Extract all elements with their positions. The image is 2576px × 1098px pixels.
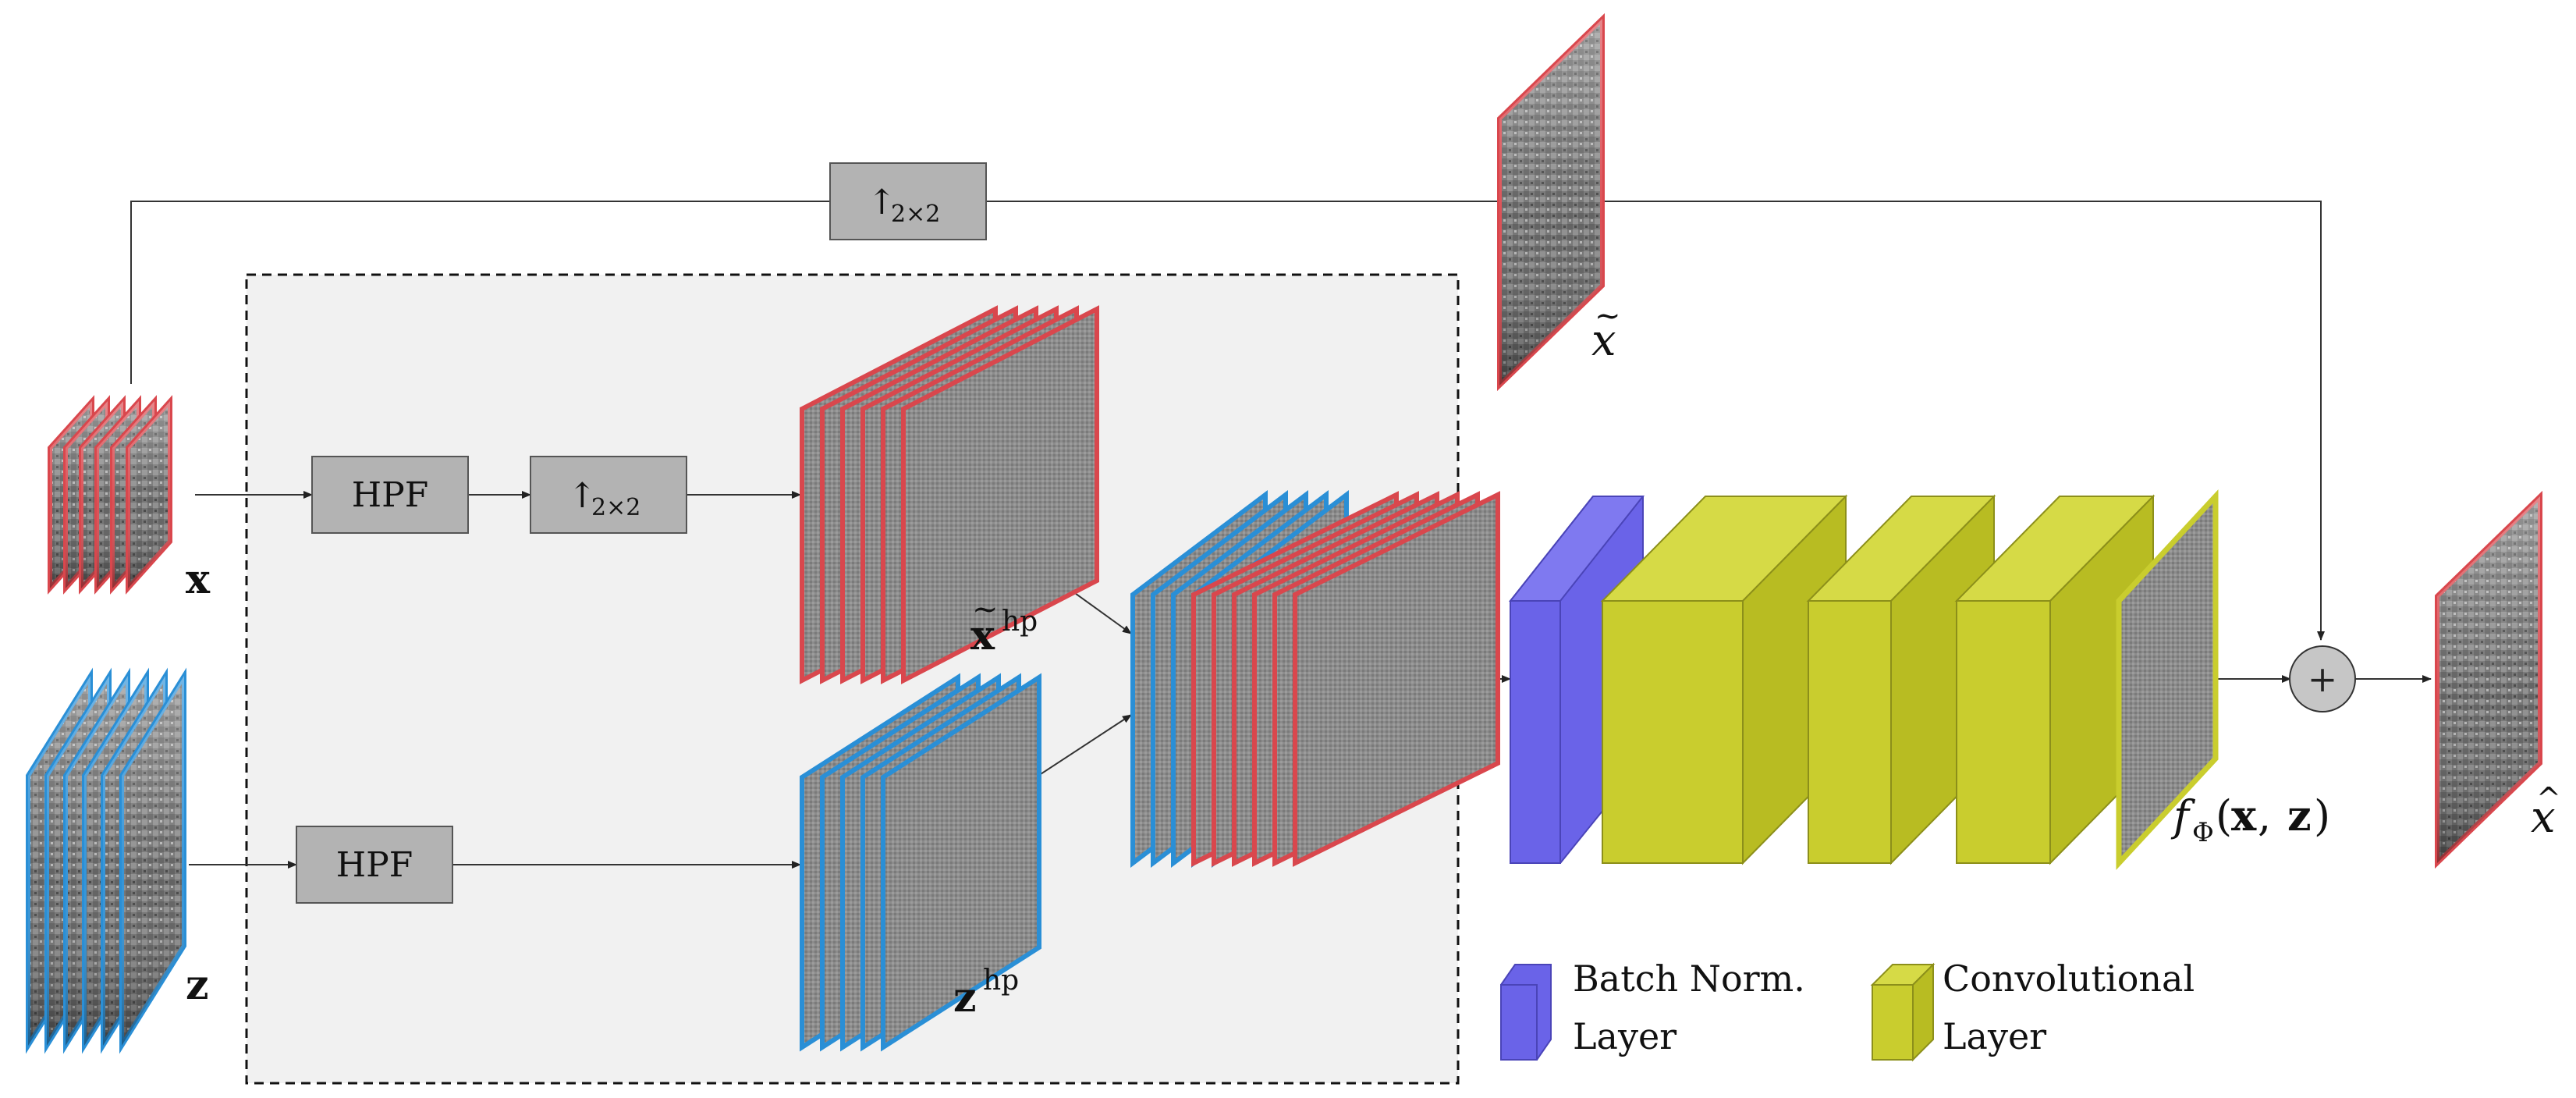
skip-connection-line <box>130 201 830 384</box>
f-phi-subscript: Φ <box>2192 817 2214 848</box>
f-phi-open-paren: ( <box>2216 791 2232 840</box>
x-tilde-mark: ~ <box>1595 298 1621 334</box>
x-tilde-letter: x <box>1591 315 1616 366</box>
upsample-top-arrow-glyph: ↑ <box>868 183 896 222</box>
label-f-phi: f Φ ( x , z ) <box>2170 791 2330 848</box>
z-hp-letter: z <box>953 974 977 1022</box>
x-hat-letter: x <box>2531 792 2556 843</box>
stack-zhp-frame-5 <box>881 673 1041 1052</box>
sum-symbol: + <box>2308 658 2338 700</box>
upsample-top-block: ↑ 2×2 <box>829 162 987 240</box>
label-z: z <box>186 961 209 1009</box>
upsampled-x-frame <box>1497 12 1605 392</box>
x-hp-letter: x <box>970 612 995 659</box>
label-x: x <box>186 556 211 603</box>
upsample-x-subscript: 2×2 <box>591 494 640 521</box>
legend: Batch Norm. Layer Convolutional Layer <box>1500 958 2195 1062</box>
frame-xtilde-frame-1-shade <box>1499 19 1602 386</box>
z-hp-superscript: hp <box>983 965 1019 997</box>
f-phi-arg-z: z <box>2287 791 2312 840</box>
legend-batch-norm-line2: Layer <box>1573 1015 1677 1057</box>
legend-conv-line2: Layer <box>1943 1015 2046 1057</box>
stack-x-frame-6-shade <box>128 401 170 588</box>
output-x-frame <box>2435 490 2542 869</box>
stack-xhp-frame-6 <box>901 305 1099 684</box>
residual-output-map <box>2116 489 2219 870</box>
label-x-tilde: x ~ <box>1591 298 1621 366</box>
label-x-hat: x ^ <box>2531 781 2561 843</box>
upsample-top-subscript: 2×2 <box>891 201 940 228</box>
legend-conv-swatch <box>1870 962 1936 1062</box>
legend-conv-line1: Convolutional <box>1943 958 2195 1000</box>
x-highpass-stack <box>800 305 1099 684</box>
hpf-z-block: HPF <box>296 826 453 904</box>
f-phi-close-paren: ) <box>2314 791 2330 840</box>
input-x-stack <box>48 395 172 595</box>
sum-node: + <box>2289 645 2356 712</box>
conv-layer-1 <box>1600 494 1848 865</box>
upsample-x-arrow-glyph: ↑ <box>568 476 597 516</box>
legend-batch-norm-line1: Batch Norm. <box>1573 958 1805 1000</box>
concatenated-stack <box>1130 489 1500 869</box>
label-z-hp: z hp <box>953 965 1019 1022</box>
stack-concat-frame-11 <box>1293 491 1500 867</box>
stack-z-frame-6-shade <box>122 676 184 1046</box>
label-x-hp: x ~ hp <box>970 592 1038 659</box>
f-phi-arg-x: x <box>2231 791 2257 840</box>
legend-batch-norm-swatch <box>1500 964 1552 1061</box>
skip-line-right <box>1598 201 2325 641</box>
hpf-x-block: HPF <box>311 456 469 534</box>
z-highpass-stack <box>800 673 1041 1052</box>
f-phi-comma: , <box>2258 791 2271 840</box>
frame-xhat-frame-1-shade <box>2437 496 2540 863</box>
x-hp-superscript: hp <box>1002 606 1038 638</box>
input-z-stack <box>26 667 186 1054</box>
hpf-z-label: HPF <box>336 845 413 885</box>
x-hat-mark: ^ <box>2536 781 2561 816</box>
x-hp-tilde-mark: ~ <box>972 592 999 627</box>
hpf-x-label: HPF <box>352 475 429 515</box>
upsample-x-block: ↑ 2×2 <box>530 456 687 534</box>
